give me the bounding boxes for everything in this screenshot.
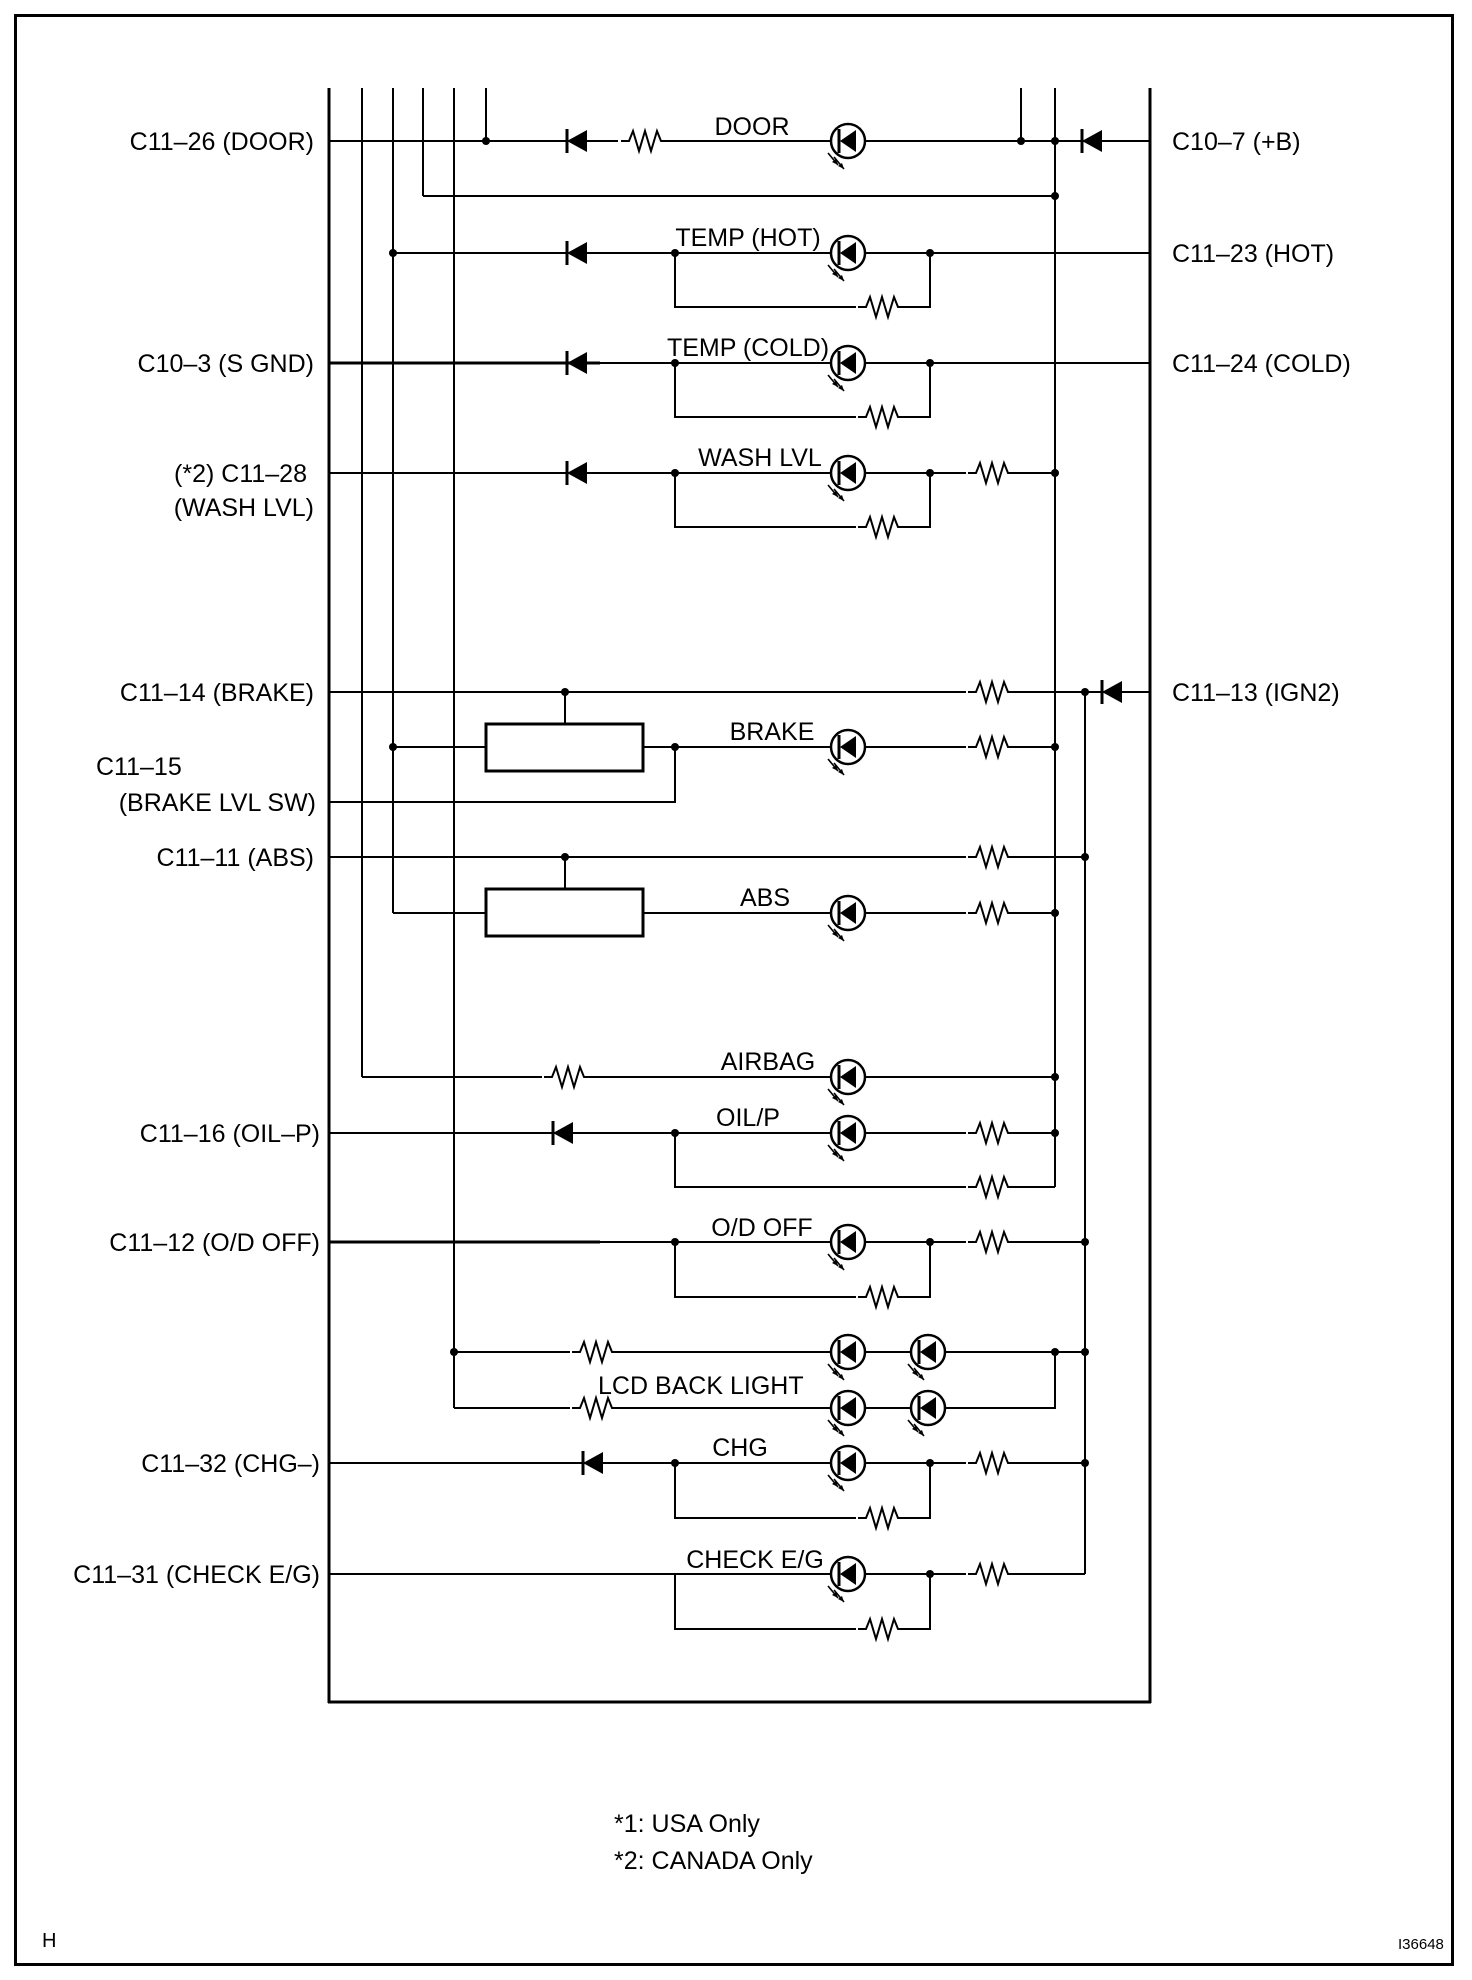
lamp-label-wash: WASH LVL [698, 444, 822, 472]
temp-cold-lamp-icon [826, 344, 867, 393]
label-brake: C11–14 (BRAKE) [120, 679, 314, 707]
lamp-label-brake: BRAKE [730, 718, 815, 746]
od-off-lamp-icon [826, 1223, 867, 1272]
label-wash-line2: (WASH LVL) [174, 494, 314, 522]
diagram-frame [14, 14, 1454, 1966]
left-connector-labels: C11–26 (DOOR) C10–3 (S GND) (*2) C11–28 … [73, 128, 320, 1589]
label-oil: C11–16 (OIL–P) [140, 1120, 320, 1148]
lamp-label-chg: CHG [712, 1434, 768, 1462]
lamp-label-od-off: O/D OFF [711, 1214, 812, 1242]
lcd-backlight-lamp-icon [826, 1389, 867, 1438]
chg-lamp-icon [826, 1444, 867, 1493]
door-diode [565, 127, 589, 155]
door-lamp-icon [826, 122, 867, 171]
brake-module-box [484, 722, 645, 773]
cold-diode [565, 349, 589, 377]
label-brake-lvl-line2: (BRAKE LVL SW) [119, 789, 316, 817]
lcd-backlight-lamp-icon [826, 1333, 867, 1382]
lamp-label-temp-cold: TEMP (COLD) [667, 334, 829, 362]
external-leads [329, 361, 600, 1244]
corner-mark: H [42, 1930, 57, 1952]
right-connector-labels: C10–7 (+B) C11–23 (HOT) C11–24 (COLD) C1… [1172, 128, 1351, 707]
brake-lamp-icon [826, 728, 867, 777]
ign2-diode [1100, 678, 1124, 706]
oil-diode [551, 1119, 575, 1147]
lamp-labels: DOOR TEMP (HOT) TEMP (COLD) WASH LVL BRA… [598, 113, 829, 1574]
check-eg-lamp-icon [826, 1555, 867, 1604]
label-door: C11–26 (DOOR) [130, 128, 314, 156]
lamp-label-check-eg: CHECK E/G [686, 1546, 824, 1574]
lamp-label-lcd-back-light: LCD BACK LIGHT [598, 1372, 804, 1400]
label-cold: C11–24 (COLD) [1172, 350, 1351, 378]
footnote-usa: *1: USA Only [614, 1810, 760, 1838]
meter-box [327, 88, 1152, 1704]
label-wash-line1: (*2) C11–28 [174, 460, 307, 488]
plus-b-diode [1080, 127, 1104, 155]
wash-lamp-icon [826, 454, 867, 503]
lamp-label-oil: OIL/P [716, 1104, 780, 1132]
lcd-backlight-lamp-icon [906, 1389, 947, 1438]
hot-diode [565, 239, 589, 267]
airbag-lamp-icon [826, 1058, 867, 1107]
label-chg: C11–32 (CHG–) [141, 1450, 320, 1478]
oil-lamp-icon [826, 1114, 867, 1163]
chg-diode [581, 1449, 605, 1477]
lcd-backlight-lamp-icon [906, 1333, 947, 1382]
lamp-label-temp-hot: TEMP (HOT) [675, 224, 820, 252]
label-plus-b: C10–7 (+B) [1172, 128, 1301, 156]
indicator-lamps [826, 122, 947, 1604]
wash-diode [565, 459, 589, 487]
resistors [542, 130, 1015, 1640]
label-od-off: C11–12 (O/D OFF) [109, 1229, 320, 1257]
footnote-canada: *2: CANADA Only [614, 1847, 813, 1875]
abs-module-box [484, 887, 645, 938]
label-ign2: C11–13 (IGN2) [1172, 679, 1340, 707]
lamp-label-airbag: AIRBAG [721, 1048, 815, 1076]
temp-hot-lamp-icon [826, 234, 867, 283]
lamp-label-door: DOOR [715, 113, 790, 141]
lamp-label-abs: ABS [740, 884, 790, 912]
label-check-eg: C11–31 (CHECK E/G) [73, 1561, 320, 1589]
label-abs: C11–11 (ABS) [157, 844, 314, 872]
label-hot: C11–23 (HOT) [1172, 240, 1334, 268]
abs-lamp-icon [826, 894, 867, 943]
label-s-gnd: C10–3 (S GND) [138, 350, 314, 378]
label-brake-lvl-line1: C11–15 [96, 753, 182, 781]
figure-id: I36648 [1398, 1936, 1444, 1953]
